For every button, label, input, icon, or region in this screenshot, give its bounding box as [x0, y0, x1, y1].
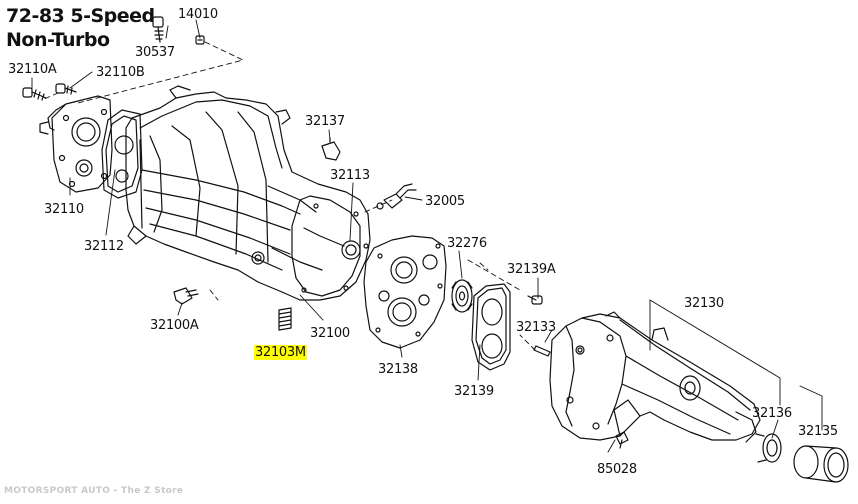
front-cover-32110 [40, 96, 112, 192]
plug-32137 [322, 138, 340, 160]
dust-cover-32135 [794, 446, 848, 482]
seal-32136 [756, 434, 781, 462]
extension-housing-32130 [550, 312, 760, 442]
part-label-32100[interactable]: 32100 [310, 326, 350, 341]
transmission-case-32100 [126, 86, 370, 300]
part-label-32103m[interactable]: 32103M [254, 345, 307, 360]
part-label-32276[interactable]: 32276 [447, 236, 487, 251]
part-label-32005[interactable]: 32005 [425, 194, 465, 209]
footer-watermark: MOTORSPORT AUTO - The Z Store [4, 486, 184, 496]
bolt-32110a [23, 88, 46, 100]
part-label-32138[interactable]: 32138 [378, 362, 418, 377]
part-label-14010[interactable]: 14010 [178, 7, 218, 22]
bolt-30537 [153, 17, 163, 42]
part-label-32110[interactable]: 32110 [44, 202, 84, 217]
gasket-32112 [102, 110, 142, 198]
part-label-85028[interactable]: 85028 [597, 462, 637, 477]
part-label-32139[interactable]: 32139 [454, 384, 494, 399]
switch-32005 [377, 184, 416, 209]
part-label-32139a[interactable]: 32139A [507, 262, 556, 277]
bolt-32100a [174, 288, 198, 304]
spring-32103m [279, 308, 291, 330]
part-label-32112[interactable]: 32112 [84, 239, 124, 254]
part-label-32113[interactable]: 32113 [330, 168, 370, 183]
adapter-plate-32138 [364, 236, 446, 348]
bearing-32276 [452, 280, 472, 312]
title-line-1: 72-83 5-Speed [6, 5, 155, 27]
part-label-32137[interactable]: 32137 [305, 114, 345, 129]
part-label-32110b[interactable]: 32110B [96, 65, 145, 80]
part-label-32130[interactable]: 32130 [684, 296, 724, 311]
bolt-85028 [616, 432, 628, 448]
part-label-32110a[interactable]: 32110A [8, 62, 57, 77]
gasket-32139 [472, 284, 510, 370]
part-label-30537[interactable]: 30537 [135, 45, 175, 60]
part-label-32135[interactable]: 32135 [798, 424, 838, 439]
part-label-32100a[interactable]: 32100A [150, 318, 199, 333]
leader-lines [32, 20, 822, 452]
title-line-2: Non-Turbo [6, 29, 110, 51]
part-label-32136[interactable]: 32136 [752, 406, 792, 421]
pin-32133 [534, 346, 550, 356]
dashed-leaders [42, 42, 535, 350]
bolt-14010 [196, 36, 204, 44]
bolt-32110b [56, 84, 76, 94]
part-label-32133[interactable]: 32133 [516, 320, 556, 335]
bolt-32139a [528, 296, 542, 304]
diagram-title: 72-83 5-Speed Non-Turbo [6, 4, 155, 52]
